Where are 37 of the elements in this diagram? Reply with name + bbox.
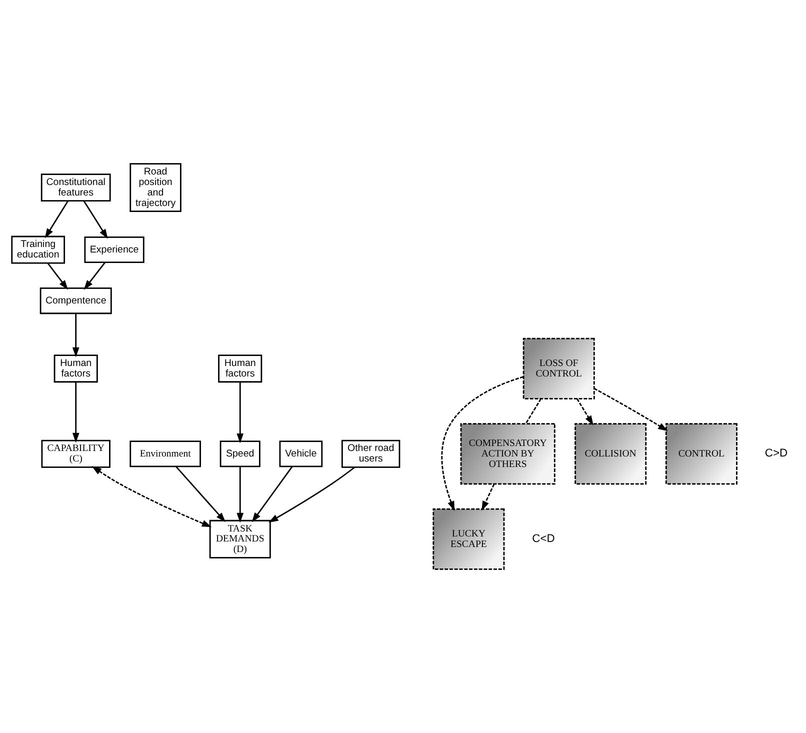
node-box: Other road users (340, 440, 400, 468)
arrow (82, 200, 108, 239)
node-box: Vehicle (278, 440, 322, 468)
arrow (44, 200, 68, 238)
node-box: CAPABILITY (C) (40, 440, 110, 468)
node-box: COLLISION (574, 423, 646, 485)
arrow (481, 484, 494, 511)
connector (524, 398, 541, 424)
node-box: Training education (10, 236, 65, 264)
arrow (175, 466, 226, 522)
node-box: COMPENSATORY ACTION BY OTHERS (460, 423, 555, 485)
node-box: LOSS OF CONTROL (522, 338, 594, 400)
node-box: Experience (84, 236, 144, 264)
node-box: Road position and trajectory (129, 163, 181, 212)
node-box: TASK DEMANDS (D) (208, 520, 270, 558)
arrow (236, 466, 244, 523)
arrow (251, 466, 292, 522)
arrow (440, 376, 524, 511)
node-box: Environment (129, 440, 200, 468)
node-box: Human factors (53, 354, 98, 383)
label: C>D (764, 448, 788, 460)
arrow (593, 388, 668, 432)
label: C<D (532, 532, 554, 545)
arrow (268, 466, 355, 523)
node-box: LUCKY ESCAPE (432, 508, 504, 570)
node-box: Speed (219, 440, 260, 468)
node-box: Constitutional features (40, 174, 110, 202)
node-box: CONTROL (664, 423, 737, 485)
arrow (91, 466, 212, 528)
node-box: Compentence (39, 288, 112, 314)
arrow (83, 262, 106, 290)
arrow (72, 382, 79, 443)
arrow (236, 382, 244, 444)
arrow (576, 398, 593, 426)
arrow (72, 314, 79, 358)
node-box: Human factors (218, 354, 262, 383)
arrow (46, 262, 68, 290)
